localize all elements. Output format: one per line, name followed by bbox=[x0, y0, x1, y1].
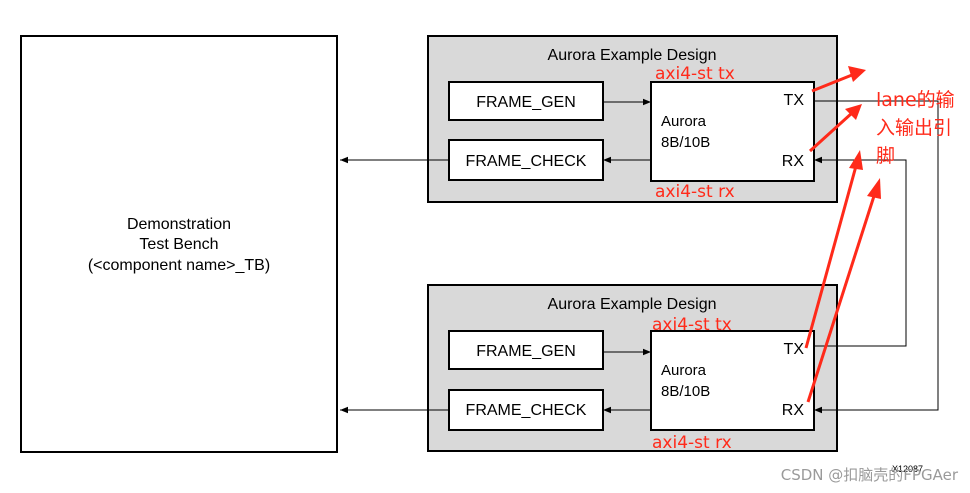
bottom-design-title: Aurora Example Design bbox=[548, 296, 717, 313]
red-arrowhead-top-rx bbox=[845, 104, 862, 120]
top-frame-check-label: FRAME_CHECK bbox=[466, 153, 587, 170]
bottom-frame-check-label: FRAME_CHECK bbox=[466, 402, 587, 419]
red-arrow-bottom-tx bbox=[804, 165, 858, 349]
top-aurora-label-line2: 8B/10B bbox=[661, 134, 710, 151]
testbench-label-line3: (<component name>_TB) bbox=[88, 257, 270, 274]
top-frame-gen-block bbox=[448, 81, 604, 121]
bottom-example-design: Aurora Example Design FRAME_GEN FRAME_CH… bbox=[427, 284, 838, 452]
lane-annotation-line3: 脚 bbox=[876, 145, 895, 167]
top-design-title: Aurora Example Design bbox=[548, 47, 717, 64]
testbench-label-line2: Test Bench bbox=[139, 236, 218, 253]
red-arrowhead-bottom-tx bbox=[849, 150, 863, 170]
lane-annotation-line2: 入输出引 bbox=[876, 117, 952, 139]
lane-annotation-line1: lane的输 bbox=[876, 89, 955, 111]
top-axi-tx-annotation: axi4-st tx bbox=[655, 64, 735, 84]
top-aurora-core-block bbox=[650, 81, 815, 182]
bottom-aurora-label-line2: 8B/10B bbox=[661, 383, 710, 400]
red-arrow-top-tx bbox=[811, 73, 853, 93]
figure-id: X12087 bbox=[892, 464, 923, 474]
red-arrowhead-bottom-rx bbox=[867, 178, 881, 199]
bottom-axi-rx-annotation: axi4-st rx bbox=[652, 433, 732, 453]
top-rx-label: RX bbox=[782, 153, 805, 170]
red-arrow-top-rx bbox=[808, 111, 854, 153]
top-frame-gen-label: FRAME_GEN bbox=[476, 94, 576, 111]
bottom-frame-check-block bbox=[448, 389, 604, 431]
testbench-label-line1: Demonstration bbox=[127, 216, 231, 233]
top-axi-rx-annotation: axi4-st rx bbox=[655, 182, 735, 202]
bottom-frame-gen-label: FRAME_GEN bbox=[476, 343, 576, 360]
bottom-rx-label: RX bbox=[782, 402, 805, 419]
top-aurora-label-line1: Aurora bbox=[661, 113, 707, 130]
bottom-frame-gen-block bbox=[448, 330, 604, 370]
bottom-tx-label: TX bbox=[784, 341, 805, 358]
bottom-aurora-label-line1: Aurora bbox=[661, 362, 707, 379]
red-arrowhead-top-tx bbox=[848, 66, 866, 82]
csdn-watermark: CSDN @扣脑壳的FPGAer bbox=[781, 466, 959, 484]
top-tx-label: TX bbox=[784, 92, 805, 109]
testbench-block: Demonstration Test Bench (<component nam… bbox=[20, 35, 338, 453]
top-tx-to-bottom-rx-lane bbox=[814, 100, 939, 414]
top-example-design: Aurora Example Design FRAME_GEN FRAME_CH… bbox=[427, 35, 838, 203]
red-annotation-arrows bbox=[804, 66, 881, 403]
bottom-aurora-core-block bbox=[650, 330, 815, 431]
red-arrow-bottom-rx bbox=[806, 195, 876, 403]
bottom-axi-tx-annotation: axi4-st tx bbox=[652, 315, 732, 335]
